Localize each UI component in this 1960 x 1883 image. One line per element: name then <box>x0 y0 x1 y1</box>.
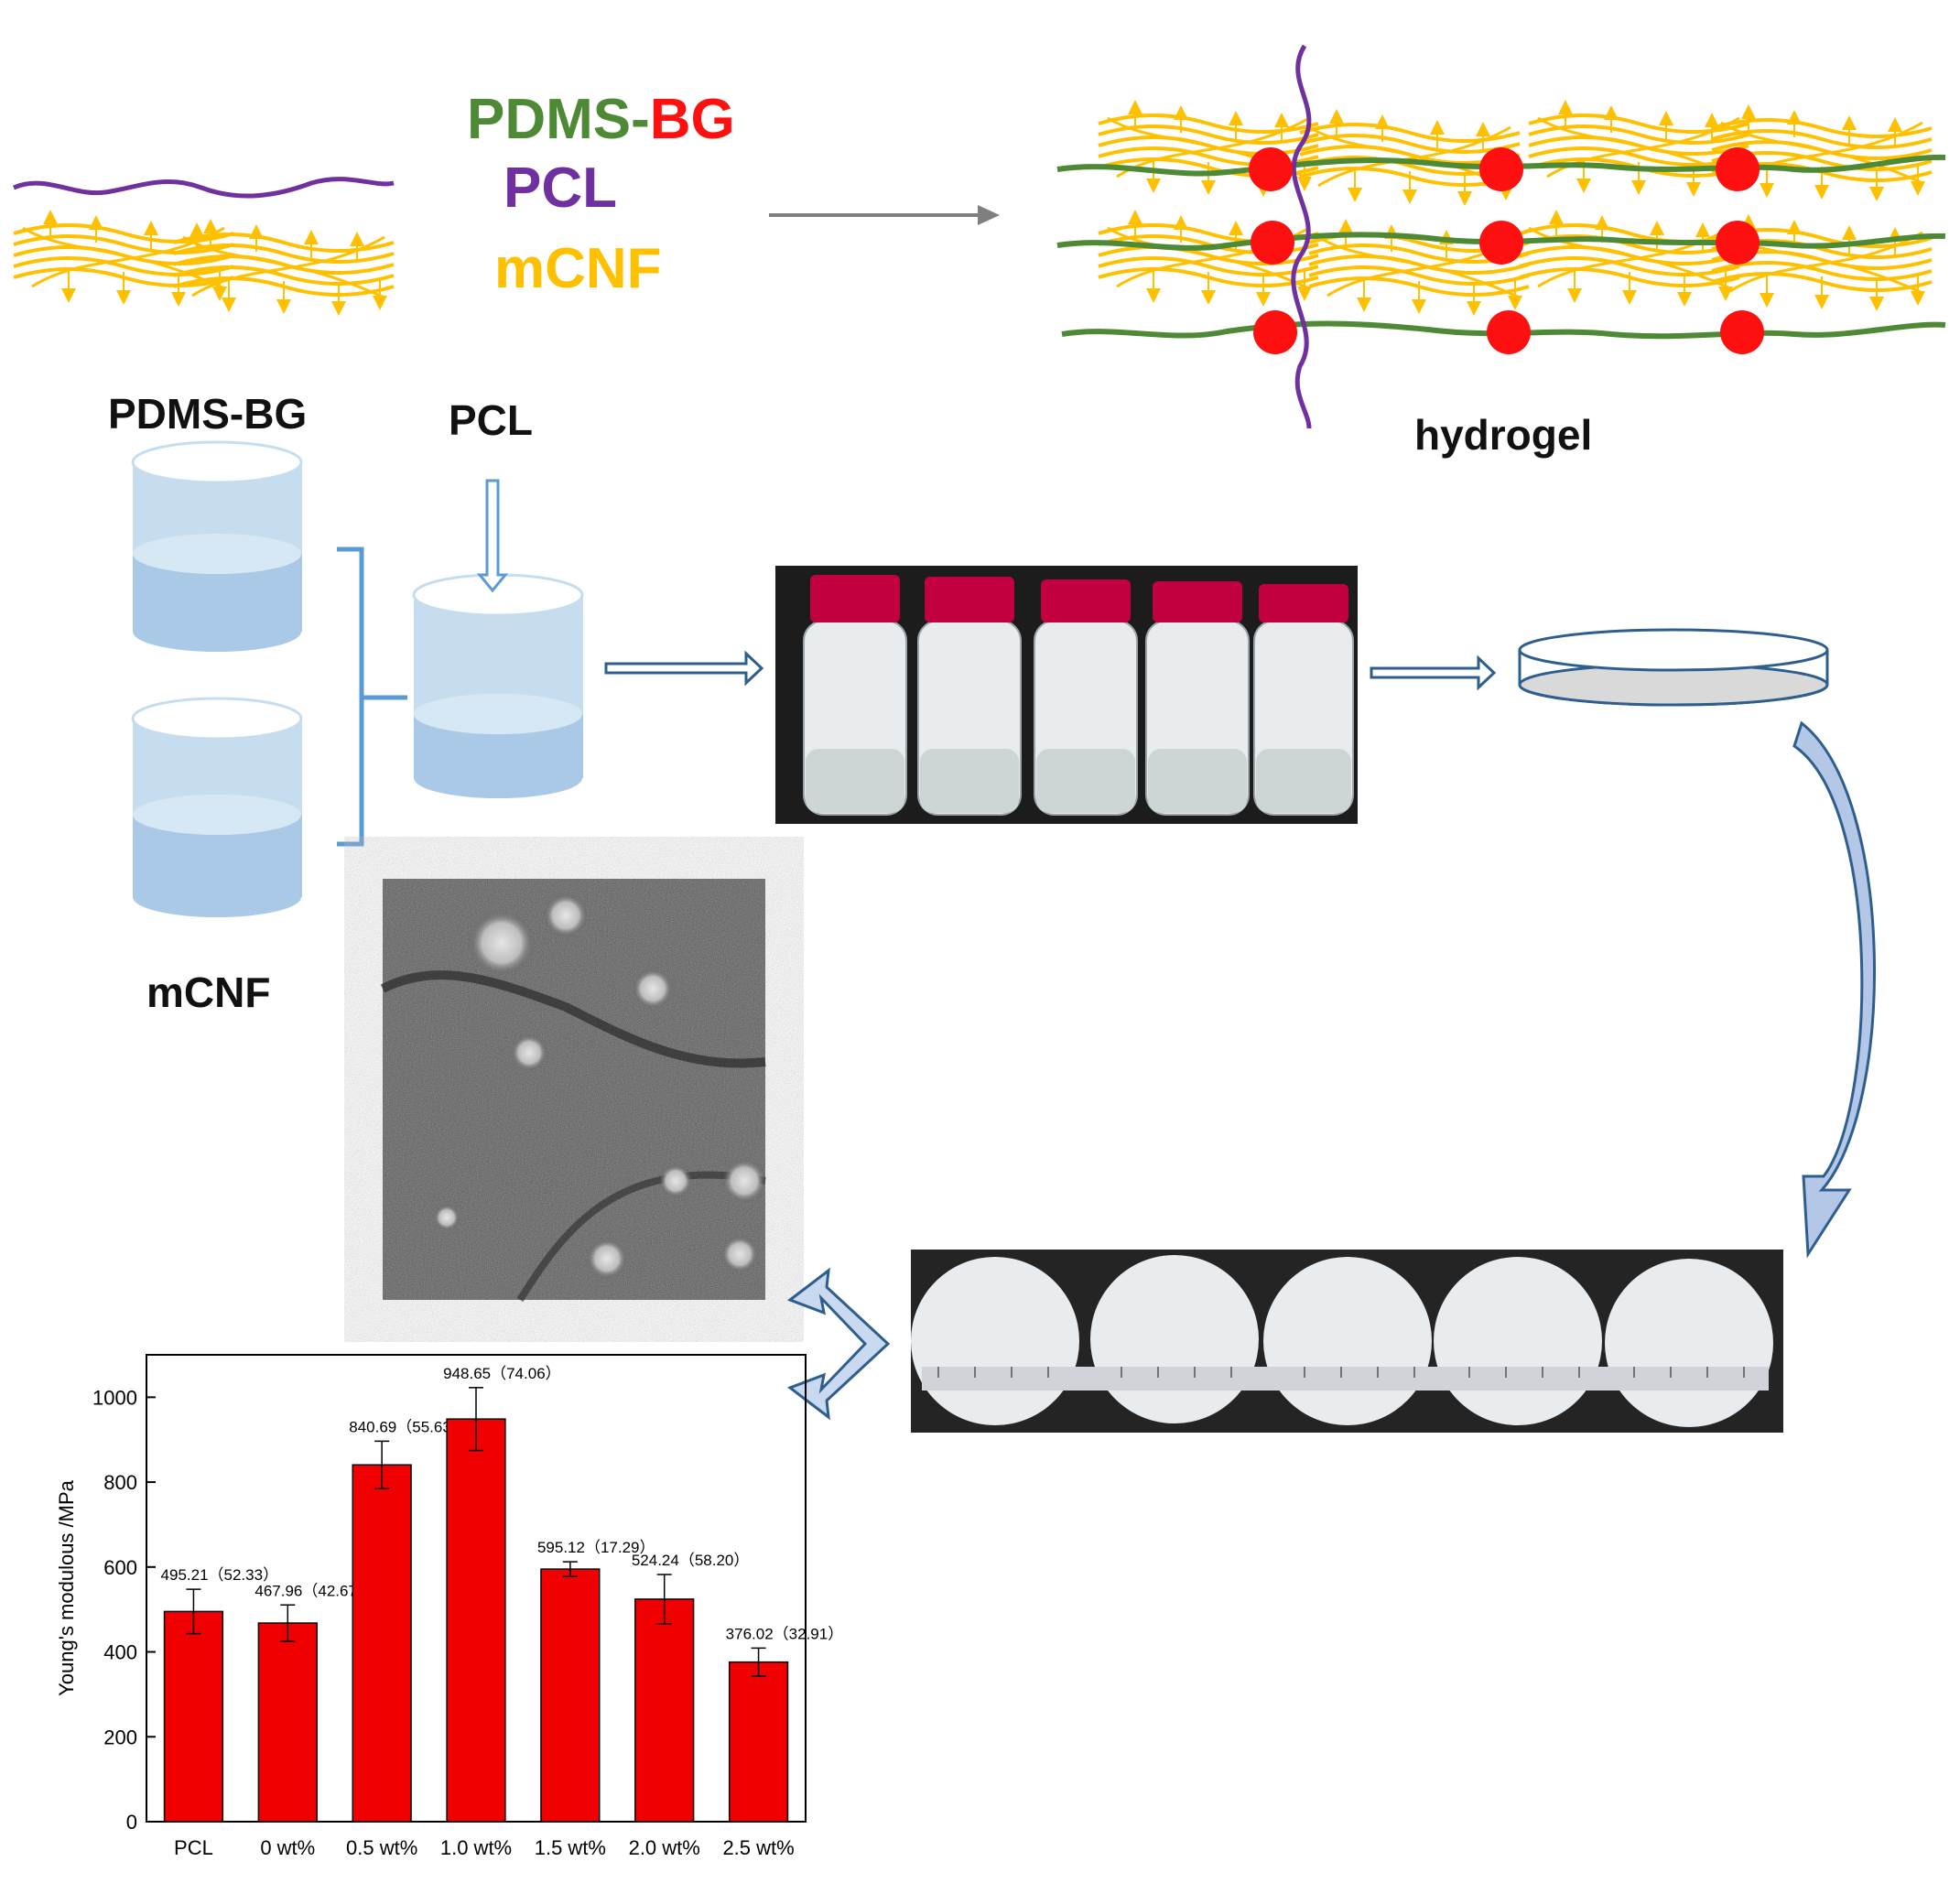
legend-pcl: PCL <box>504 157 617 220</box>
mcnf-label: mCNF <box>146 969 271 1016</box>
data-label: 524.24（58.20） <box>632 1552 750 1569</box>
hydrogel-label: hydrogel <box>1414 411 1593 459</box>
data-label: 467.96（42.67） <box>254 1582 373 1599</box>
data-label: 948.65（74.06） <box>443 1365 561 1382</box>
x-tick-label: 0 wt% <box>260 1836 315 1859</box>
y-tick-label: 400 <box>103 1641 137 1664</box>
x-tick-label: 0.5 wt% <box>346 1836 417 1859</box>
data-label: 595.12（17.29） <box>537 1539 655 1556</box>
legend-bg: BG <box>649 88 735 151</box>
sem-image <box>380 879 766 1303</box>
x-tick-label: 1.0 wt% <box>440 1836 512 1859</box>
pcl-label: PCL <box>449 396 533 444</box>
bar <box>634 1598 695 1823</box>
x-tick-label: 2.5 wt% <box>722 1836 794 1859</box>
double-headed-arrow-icon <box>786 1267 891 1421</box>
y-tick-label: 800 <box>103 1471 137 1494</box>
petri-dish-icon <box>1518 628 1829 707</box>
bar <box>540 1568 601 1823</box>
x-tick-label: PCL <box>174 1836 213 1859</box>
right-arrow-icon <box>1370 655 1497 691</box>
data-label: 840.69（55.63） <box>349 1418 467 1435</box>
pcl-chain <box>13 177 395 199</box>
y-tick-label: 0 <box>126 1811 137 1834</box>
beaker-icon <box>412 573 584 798</box>
preparation-flow <box>131 440 1829 917</box>
legend-pdms-bg: PDMS-BG <box>467 87 735 152</box>
bar <box>163 1610 224 1823</box>
y-tick-label: 200 <box>103 1726 137 1748</box>
legend-mcnf: mCNF <box>494 237 662 300</box>
right-arrow-icon <box>604 650 764 687</box>
hydrogel-network <box>1056 44 1946 429</box>
bar <box>257 1622 318 1823</box>
bar <box>446 1418 506 1823</box>
y-axis-label: Young's modulous /MPa <box>55 1479 78 1696</box>
top-schematic <box>0 44 1946 429</box>
data-label: 495.21（52.33） <box>161 1566 279 1584</box>
beaker-icon <box>131 697 303 917</box>
pdms-bg-label: PDMS-BG <box>108 390 308 438</box>
x-tick-label: 1.5 wt% <box>535 1836 606 1859</box>
y-tick-label: 1000 <box>92 1386 137 1409</box>
legend-pdms: PDMS- <box>467 88 650 151</box>
bar <box>352 1464 412 1823</box>
bracket <box>337 547 407 847</box>
films-photo <box>911 1250 1783 1433</box>
bottles-photo <box>775 566 1358 824</box>
bar <box>728 1661 789 1823</box>
data-label: 376.02（32.91） <box>726 1625 844 1642</box>
down-arrow-icon <box>476 479 509 593</box>
beaker-icon <box>131 440 303 652</box>
curved-down-arrow-icon <box>1792 720 1876 1259</box>
x-tick-label: 2.0 wt% <box>629 1836 700 1859</box>
y-tick-label: 600 <box>103 1556 137 1579</box>
